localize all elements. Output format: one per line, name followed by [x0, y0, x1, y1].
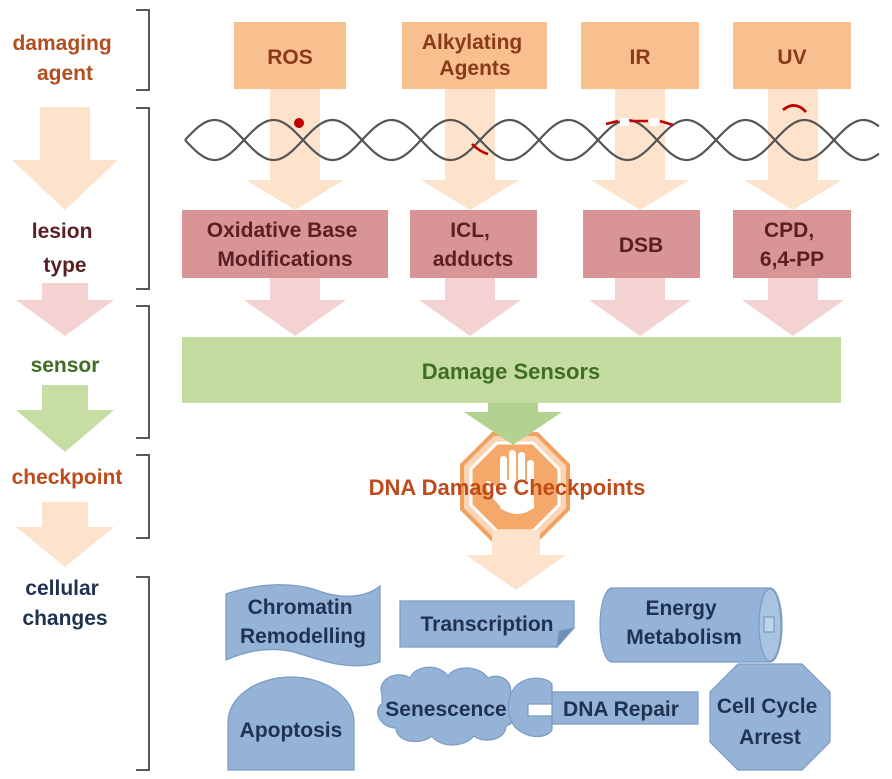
checkpoint-to-changes-arrow: [466, 530, 566, 590]
bracket-sensor: [136, 305, 150, 439]
oxidative-damage-dot: [294, 118, 304, 128]
agent-boxes: ROS Alkylating Agents IR UV: [234, 22, 851, 89]
energy-metabolism-cap-mark: [763, 616, 775, 633]
damage-sensors-bar: [182, 337, 841, 403]
cell-cycle-arrest-label: Cell Cycle Arrest: [717, 695, 823, 749]
stage-label-cellular-changes: cellular changes: [22, 577, 107, 630]
lesion-oxidative-label: Oxidative Base Modifications: [207, 219, 363, 271]
left-arrow-3: [16, 385, 114, 452]
stage-label-damaging-agent: damaging agent: [12, 32, 117, 85]
left-arrow-1: [12, 107, 118, 210]
transcription-fold: [556, 627, 576, 649]
cell-cycle-arrest-shape: [709, 663, 831, 771]
stage-label-sensor: sensor: [31, 354, 100, 377]
energy-metabolism-shape: [599, 587, 783, 663]
lesion-dsb-label: DSB: [619, 234, 663, 257]
lesion-boxes: Oxidative Base Modifications ICL, adduct…: [182, 210, 851, 278]
dna-helix: [184, 104, 880, 162]
damage-sensors-label: Damage Sensors: [422, 359, 601, 384]
lesion-cpd-label: CPD, 6,4-PP: [760, 219, 824, 271]
bracket-checkpoint: [136, 454, 150, 539]
stage-label-checkpoint: checkpoint: [12, 466, 123, 489]
agent-ir-label: IR: [630, 46, 651, 69]
chromatin-remodelling-label: Chromatin Remodelling: [240, 596, 366, 648]
left-stage-arrows: [12, 107, 118, 567]
dsb-break-mark-3: [659, 119, 674, 127]
cellular-change-shapes: Chromatin Remodelling Transcription Ener…: [225, 584, 831, 771]
left-arrow-4: [16, 502, 114, 567]
lesion-box-oxidative: [182, 210, 388, 278]
stage-labels: damaging agent lesion type sensor checkp…: [12, 32, 123, 630]
dna-strand-a: [184, 118, 880, 162]
dsb-gap-right: [650, 118, 659, 126]
dna-damage-checkpoints-label: DNA Damage Checkpoints: [369, 475, 646, 500]
transcription-label: Transcription: [420, 613, 553, 636]
hand-icon: [485, 450, 534, 514]
bracket-agent: [136, 9, 150, 91]
dna-strand-b: [184, 118, 880, 162]
stage-label-lesion-type: lesion type: [32, 220, 99, 277]
lesion-box-dsb: [583, 210, 700, 278]
bracket-lesion: [136, 107, 150, 290]
apoptosis-shape: [227, 676, 355, 771]
sensor-to-checkpoint-arrow: [464, 403, 562, 445]
apoptosis-label: Apoptosis: [240, 719, 343, 742]
lesion-to-sensor-arrows: [244, 278, 844, 336]
energy-metabolism-label: Energy Metabolism: [626, 597, 742, 649]
agent-box-alkylating: [402, 22, 547, 89]
agent-uv-label: UV: [777, 46, 806, 69]
lesion-box-icl: [410, 210, 537, 278]
bracket-changes: [136, 576, 150, 771]
lesion-icl-label: ICL, adducts: [433, 219, 514, 271]
agent-box-ros: [234, 22, 346, 89]
dsb-break-mark-1: [605, 119, 619, 126]
senescence-label: Senescence: [385, 698, 506, 721]
agent-box-ir: [581, 22, 699, 89]
brackets: [136, 9, 150, 771]
dna-repair-label: DNA Repair: [563, 698, 679, 721]
left-arrow-2: [16, 283, 114, 336]
agent-to-lesion-arrows: [246, 88, 842, 210]
alkylation-damage-mark: [471, 143, 489, 156]
agent-alkylating-label: Alkylating Agents: [422, 31, 528, 80]
dsb-gap-left: [620, 118, 629, 126]
dna-repair-shape: [507, 677, 699, 738]
chromatin-remodelling-shape: [225, 584, 381, 667]
agent-ros-label: ROS: [267, 46, 313, 69]
lesion-box-cpd: [733, 210, 851, 278]
uv-dimer-mark: [782, 104, 808, 113]
agent-box-uv: [733, 22, 851, 89]
